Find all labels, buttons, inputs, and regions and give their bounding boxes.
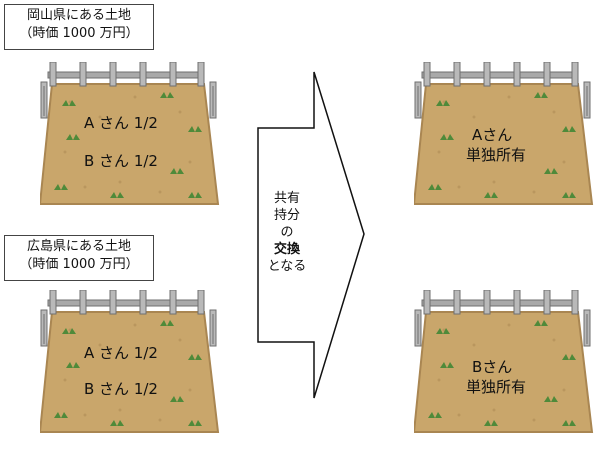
hiroshima-price: （時価 1000 万円）: [19, 257, 139, 272]
arrow-caption: 共有 持分 の 交換 となる: [257, 190, 317, 275]
after-top-status: 単独所有: [466, 146, 527, 164]
okayama-share-a: A さん 1/2: [84, 114, 158, 132]
after-bottom-owner: Bさん: [472, 358, 513, 376]
okayama-price: （時価 1000 万円）: [19, 26, 139, 41]
okayama-label: 岡山県にある土地 （時価 1000 万円）: [4, 4, 154, 50]
after-bottom-status: 単独所有: [466, 378, 527, 396]
hiroshima-share-b: B さん 1/2: [84, 380, 158, 398]
arrow-line-1: 共有: [273, 191, 300, 206]
hiroshima-label: 広島県にある土地 （時価 1000 万円）: [4, 235, 154, 281]
arrow-line-2: 持分: [273, 208, 300, 223]
okayama-title: 岡山県にある土地: [26, 8, 131, 23]
okayama-share-b: B さん 1/2: [84, 152, 158, 170]
arrow-line-5: となる: [267, 259, 307, 274]
hiroshima-share-a: A さん 1/2: [84, 344, 158, 362]
hiroshima-title: 広島県にある土地: [26, 239, 131, 254]
after-top-owner: Aさん: [472, 126, 513, 144]
arrow-line-3: の: [280, 225, 294, 240]
arrow-line-4: 交換: [273, 242, 300, 257]
